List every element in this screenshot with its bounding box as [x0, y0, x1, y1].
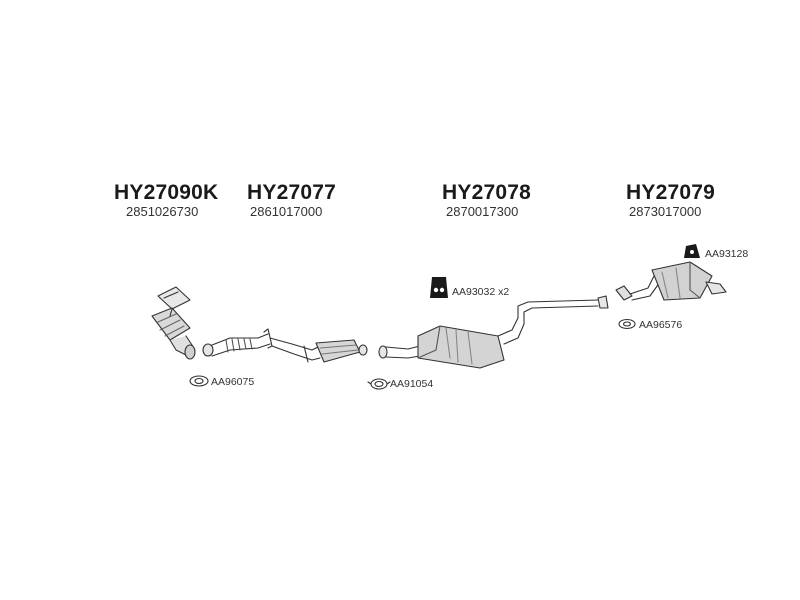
- accessory-hanger-rear-label: AA93128: [705, 248, 749, 260]
- clamp-mid-drawing: [367, 378, 391, 390]
- hanger-rear-drawing: [684, 244, 700, 258]
- middle-silencer-drawing: [378, 295, 609, 369]
- accessory-gasket-front-label: AA96075: [211, 376, 255, 388]
- gasket-rear-drawing: [618, 318, 636, 330]
- accessory-hanger-mid-label: AA93032 x2: [452, 286, 510, 298]
- hanger-mid-drawing: [430, 277, 448, 298]
- part-code-front-pipe: HY27077: [247, 181, 336, 204]
- part-number-rear-silencer: 2873017000: [629, 204, 702, 219]
- gasket-front-drawing: [189, 375, 209, 387]
- part-number-middle-silencer: 2870017300: [446, 204, 519, 219]
- part-code-middle-silencer: HY27078: [442, 181, 531, 204]
- front-pipe-drawing: [202, 328, 368, 363]
- rear-silencer-drawing: [615, 261, 727, 301]
- part-code-catalyst: HY27090K: [114, 181, 219, 204]
- accessory-clamp-mid-label: AA91054: [390, 378, 434, 390]
- catalyst-drawing: [151, 286, 196, 360]
- part-number-catalyst: 2851026730: [126, 204, 199, 219]
- accessory-gasket-rear-label: AA96576: [639, 319, 683, 331]
- part-code-rear-silencer: HY27079: [626, 181, 715, 204]
- part-number-front-pipe: 2861017000: [250, 204, 323, 219]
